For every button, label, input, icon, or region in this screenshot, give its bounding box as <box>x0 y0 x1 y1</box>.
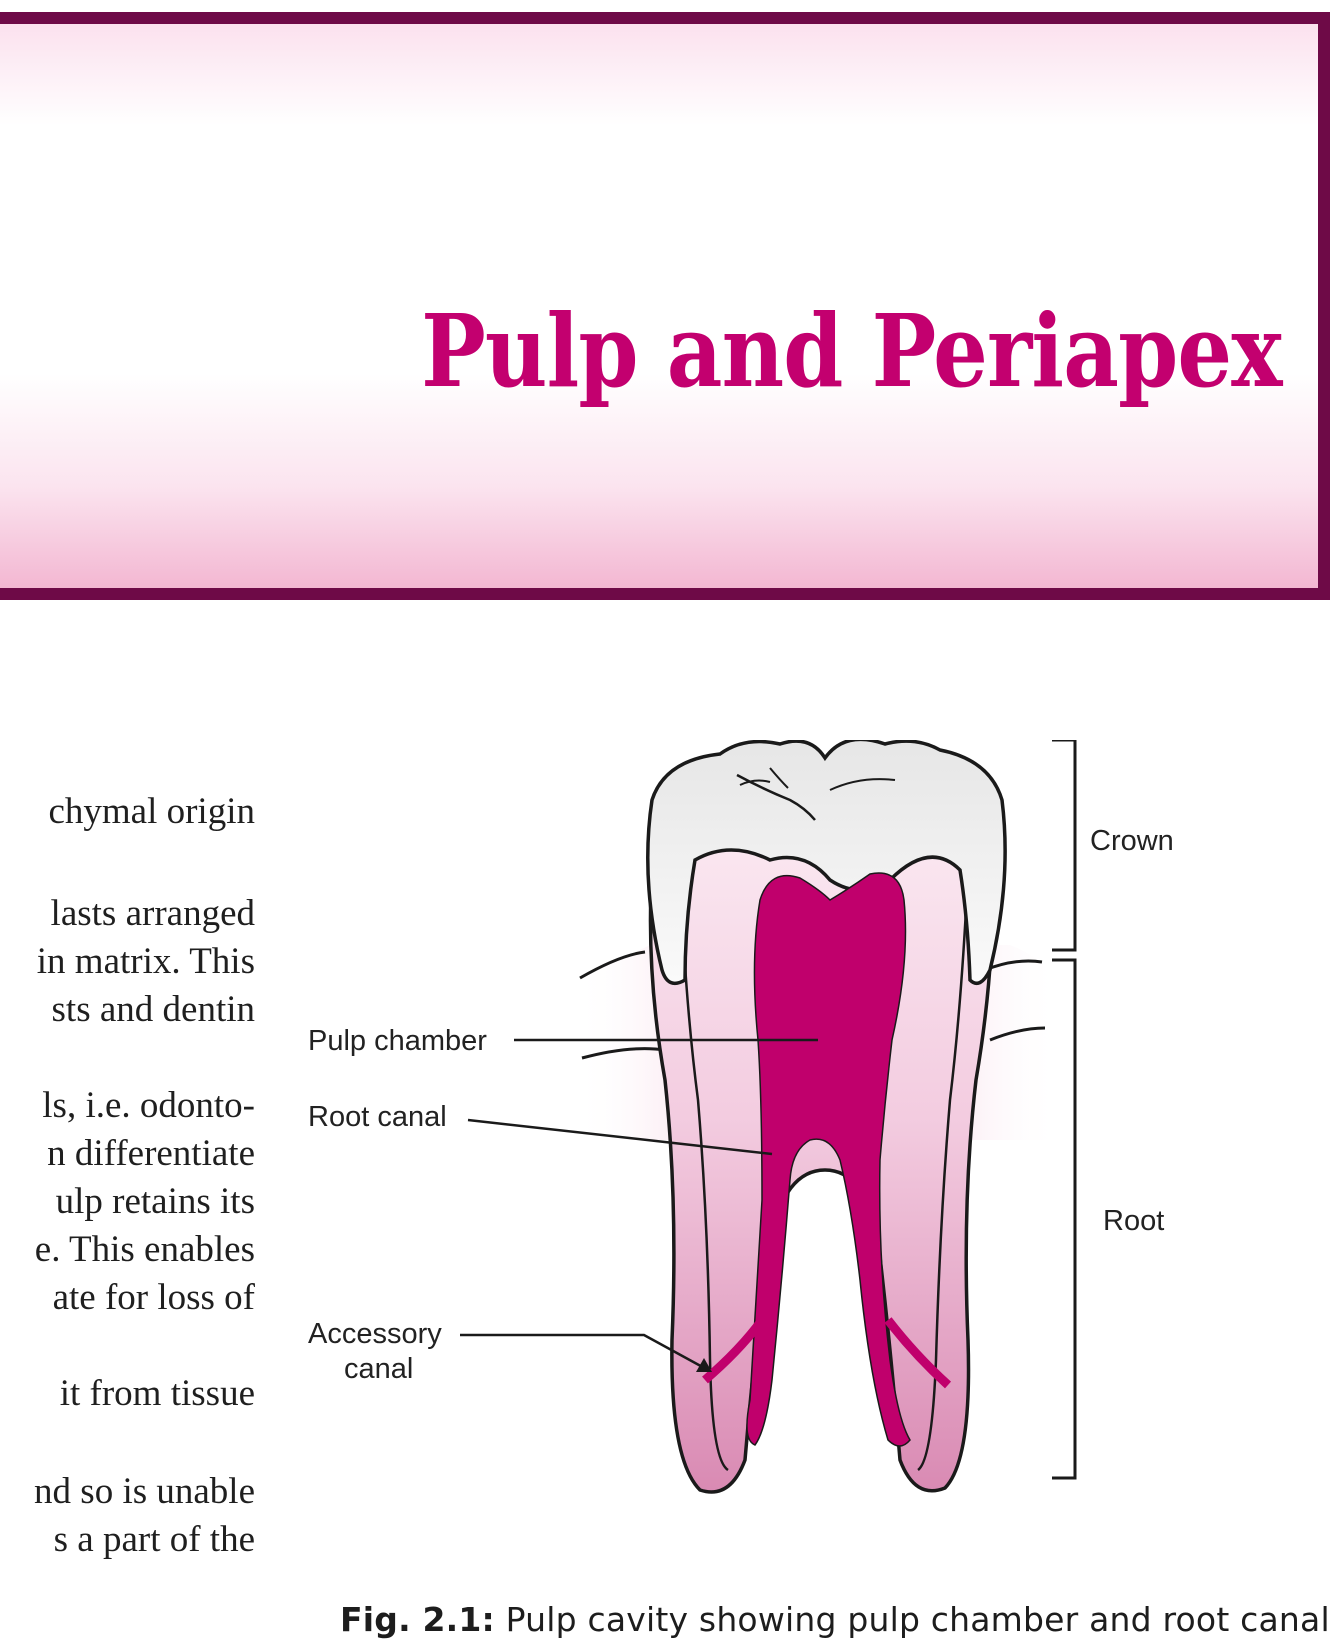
figure-caption-text: Pulp cavity showing pulp chamber and roo… <box>494 1600 1330 1639</box>
body-line: lasts arranged <box>50 893 255 934</box>
tooth-figure: Crown Root Pulp chamber Root canal Acces… <box>300 740 1300 1580</box>
root-canal-leader <box>467 1118 773 1156</box>
figure-number: Fig. 2.1: <box>340 1600 495 1639</box>
accessory-canal-arrowhead <box>696 1358 712 1372</box>
dentin-inner-outline <box>678 869 729 1472</box>
body-line: ate for loss of <box>52 1277 255 1318</box>
tooth-illustration: Crown Root Pulp chamber Root canal Acces… <box>308 740 1174 1494</box>
accessory-canal-leader <box>460 1333 709 1372</box>
body-line: nd so is unable <box>34 1471 255 1512</box>
enamel-fissure-2 <box>769 767 789 789</box>
body-line: s a part of the <box>53 1519 255 1560</box>
figure-caption: Fig. 2.1: Pulp cavity showing pulp chamb… <box>340 1600 1330 1639</box>
enamel-fissure-4 <box>739 779 771 786</box>
crown-label: Crown <box>1090 825 1174 857</box>
accessory-canal-left <box>702 1317 766 1384</box>
enamel-crown <box>646 740 1007 986</box>
tooth-body <box>648 808 995 1494</box>
gum-line-left-top <box>579 950 646 980</box>
crown-bracket <box>1052 740 1077 952</box>
body-line: sts and dentin <box>51 989 255 1030</box>
pulp-chamber-label: Pulp chamber <box>308 1025 487 1057</box>
dentin-inner-outline-right <box>917 869 970 1472</box>
body-line: chymal origin <box>48 791 255 832</box>
accessory-canal-label-line2: canal <box>344 1353 413 1385</box>
root-canal-label: Root canal <box>308 1101 447 1133</box>
enamel-fissure-1 <box>736 773 816 821</box>
root-label: Root <box>1103 1205 1164 1237</box>
gum-line-right-bottom <box>989 1026 1046 1042</box>
body-line: n differentiate <box>47 1133 255 1174</box>
body-line: ls, i.e. odonto- <box>42 1085 255 1126</box>
accessory-canal-right <box>884 1317 952 1389</box>
body-line: in matrix. This <box>36 941 255 982</box>
body-line: e. This enables <box>34 1229 255 1270</box>
body-line: ulp retains its <box>55 1181 255 1222</box>
root-bracket <box>1052 958 1077 1480</box>
enamel-fissure-3 <box>829 778 896 791</box>
body-line: it from tissue <box>59 1373 255 1414</box>
chapter-title: Pulp and Periapex <box>421 292 1282 410</box>
chapter-banner <box>0 12 1330 600</box>
gum-line-left-bottom <box>581 1047 666 1060</box>
accessory-canal-label-line1: Accessory <box>308 1318 442 1350</box>
